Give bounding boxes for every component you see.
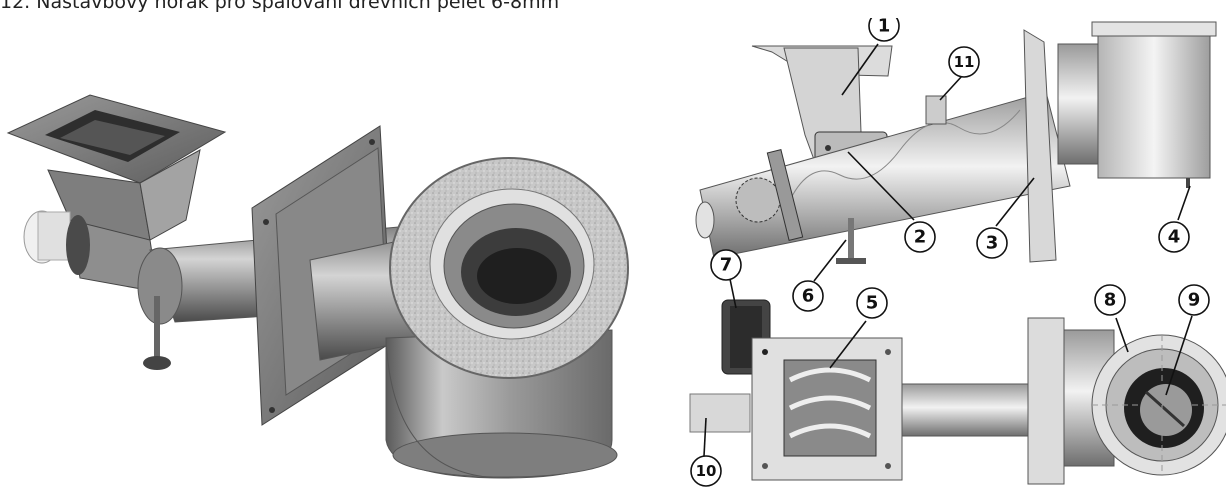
plan-view xyxy=(689,299,1226,485)
callout-10 xyxy=(690,455,722,487)
callout-label-1: 1 xyxy=(878,18,891,37)
callout-label-8: 8 xyxy=(1104,290,1117,311)
callouts xyxy=(690,18,1210,487)
callout-label-6: 6 xyxy=(802,286,815,307)
callout-label-11: 11 xyxy=(954,53,975,71)
callout-11 xyxy=(948,46,980,78)
callout-label-4: 4 xyxy=(1168,227,1181,248)
burner-illustration xyxy=(6,94,629,479)
callout-label-9: 9 xyxy=(1188,290,1201,311)
callout-9 xyxy=(1178,284,1210,316)
callout-label-5: 5 xyxy=(866,293,879,314)
callout-8 xyxy=(1094,284,1126,316)
page-title: 12. Nástavbový hořák pro spalování dřevn… xyxy=(0,0,560,13)
callout-1 xyxy=(868,18,900,42)
callout-5 xyxy=(856,287,888,319)
parts-diagram: 1 2 3 4 5 6 7 8 9 10 11 xyxy=(689,18,1226,487)
callout-6 xyxy=(792,280,824,312)
callout-label-3: 3 xyxy=(986,233,999,254)
callout-label-2: 2 xyxy=(914,227,927,248)
callout-label-7: 7 xyxy=(720,255,733,276)
side-view xyxy=(695,21,1217,264)
callout-4 xyxy=(1158,221,1190,253)
callout-3 xyxy=(976,227,1008,259)
callout-7 xyxy=(710,249,742,281)
callout-2 xyxy=(904,221,936,253)
callout-label-10: 10 xyxy=(696,462,717,480)
